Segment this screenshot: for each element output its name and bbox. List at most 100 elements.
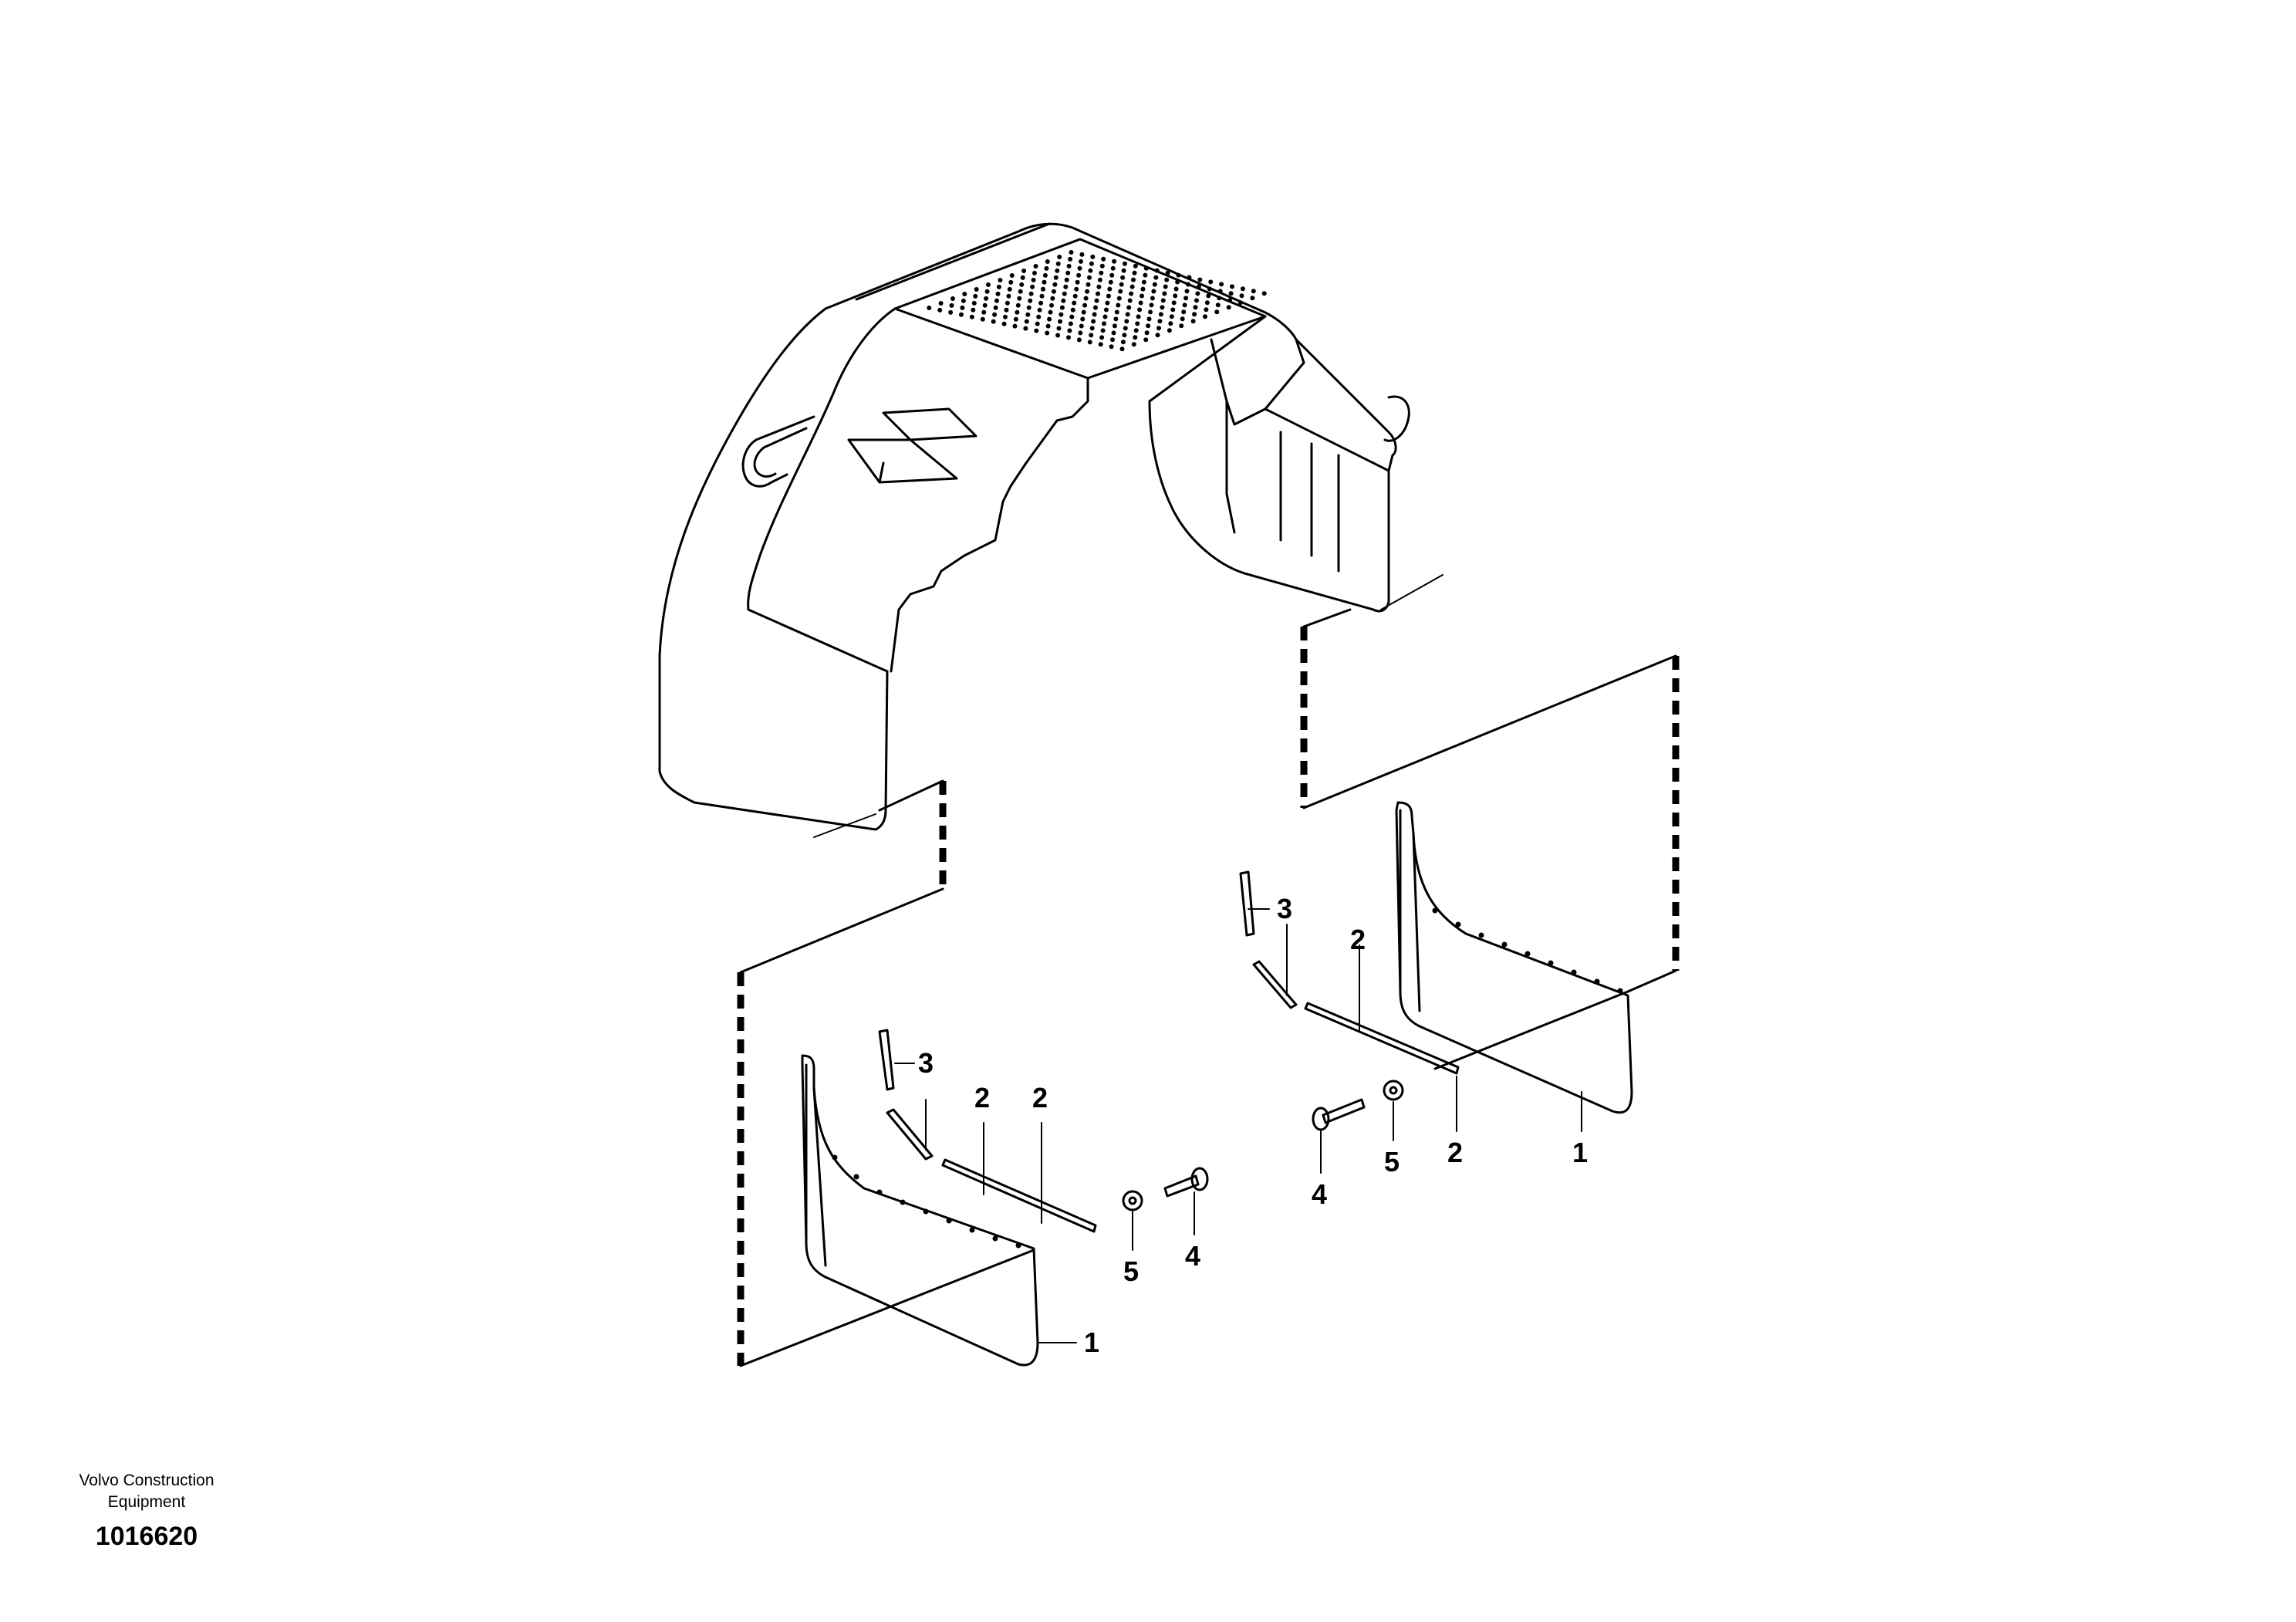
hole-dot	[1106, 293, 1111, 299]
hole-dot	[1170, 307, 1176, 313]
callouts: 3 2 2 5 4 1 3 2 2 4 5 1	[918, 893, 1588, 1358]
hole-dot	[1083, 296, 1089, 301]
hole-dot	[1062, 291, 1067, 296]
hole-dot	[1571, 969, 1577, 975]
callout-left-4: 4	[1185, 1240, 1200, 1272]
hole-dot	[1052, 282, 1058, 287]
hole-dot	[1085, 289, 1090, 294]
hole-dot	[1119, 346, 1125, 352]
hole-dot	[1004, 300, 1010, 306]
drawing-number: 1016620	[95, 1522, 198, 1551]
hole-dot	[1144, 330, 1150, 336]
hole-dot	[1478, 932, 1484, 938]
hole-dot	[1129, 291, 1134, 296]
hole-dot	[1080, 316, 1086, 322]
hole-dot	[992, 312, 998, 317]
hole-dot	[1007, 286, 1012, 292]
hole-dot	[900, 1199, 906, 1205]
hole-dot	[1137, 307, 1143, 313]
hole-dot	[1119, 282, 1124, 287]
hole-dot	[1066, 335, 1071, 340]
hole-dot	[1214, 309, 1220, 315]
hole-dot	[1173, 293, 1178, 299]
hole-dot	[1182, 302, 1187, 308]
hole-dot	[946, 1218, 952, 1224]
hole-dot	[1107, 286, 1113, 292]
hole-dot	[1056, 326, 1062, 331]
hole-dot	[1055, 333, 1061, 338]
hole-dot	[1175, 279, 1180, 285]
hole-dot	[969, 1227, 975, 1233]
hole-dot	[1039, 293, 1045, 299]
hole-dot	[1061, 298, 1066, 303]
hole-dot	[1103, 307, 1109, 313]
hole-dot	[1129, 284, 1135, 289]
hole-dot	[927, 306, 932, 310]
hole-dot	[1109, 272, 1115, 278]
hole-dot	[1110, 337, 1115, 343]
hole-dot	[1186, 282, 1190, 287]
hole-dot	[1204, 307, 1209, 313]
hole-dot	[1127, 298, 1133, 303]
hole-dot	[1149, 302, 1154, 308]
hole-dot	[1031, 277, 1036, 282]
hole-dot	[1050, 296, 1055, 301]
hole-dot	[1110, 265, 1116, 271]
hole-dot	[1160, 305, 1165, 310]
hole-dot	[1068, 321, 1073, 326]
hole-dot	[1018, 289, 1023, 294]
hole-dot	[1524, 951, 1531, 957]
right-mudflap-holes	[1432, 907, 1623, 994]
hole-dot	[1228, 291, 1234, 296]
hole-dot	[923, 1208, 929, 1215]
hole-dot	[1024, 319, 1029, 324]
hole-dot	[1097, 277, 1102, 282]
hole-dot	[1120, 340, 1126, 345]
hole-dot	[1059, 312, 1064, 317]
hole-dot	[1032, 270, 1037, 275]
hole-dot	[1125, 312, 1130, 317]
hole-dot	[981, 309, 987, 315]
hole-dot	[1154, 268, 1160, 273]
hole-dot	[1030, 284, 1035, 289]
hole-dot	[1160, 298, 1166, 303]
hole-dot	[1163, 284, 1168, 289]
hole-dot	[1120, 275, 1126, 280]
hole-dot	[1135, 321, 1140, 326]
company-name-line1: Volvo Construction	[79, 1472, 214, 1489]
hole-dot	[1033, 264, 1038, 269]
hole-dot	[1092, 312, 1097, 317]
hole-dot	[1123, 261, 1127, 266]
hole-dot	[1108, 279, 1113, 285]
hole-dot	[1133, 335, 1138, 340]
hole-dot	[980, 316, 985, 322]
hole-dot	[1141, 279, 1146, 285]
hole-dot	[960, 305, 965, 310]
hole-dot	[949, 302, 954, 308]
hole-dot	[1091, 319, 1096, 324]
hole-dot	[1179, 323, 1184, 329]
hole-dot	[1015, 302, 1021, 308]
wheel-outlines	[737, 608, 1680, 1367]
hole-dot	[1171, 300, 1177, 306]
hole-dot	[961, 298, 966, 303]
hole-dot	[986, 282, 991, 287]
hole-dot	[1003, 314, 1008, 319]
hole-dot	[1076, 272, 1082, 278]
hole-dot	[1087, 340, 1092, 345]
hole-dot	[1196, 284, 1201, 289]
hole-dot	[1076, 337, 1082, 343]
hole-dot	[1157, 319, 1163, 324]
hole-dot	[962, 292, 967, 296]
hole-dot	[1009, 273, 1015, 278]
hole-dot	[1455, 921, 1461, 928]
hole-dot	[1059, 305, 1065, 310]
hole-dot	[1099, 335, 1105, 340]
hole-dot	[1042, 272, 1048, 278]
hole-dot	[1180, 316, 1185, 322]
hole-dot	[1036, 314, 1042, 319]
hole-dot	[1238, 300, 1243, 306]
perforation-pattern	[927, 250, 1267, 352]
company-name-line2: Equipment	[107, 1493, 186, 1511]
hole-dot	[1217, 289, 1223, 294]
